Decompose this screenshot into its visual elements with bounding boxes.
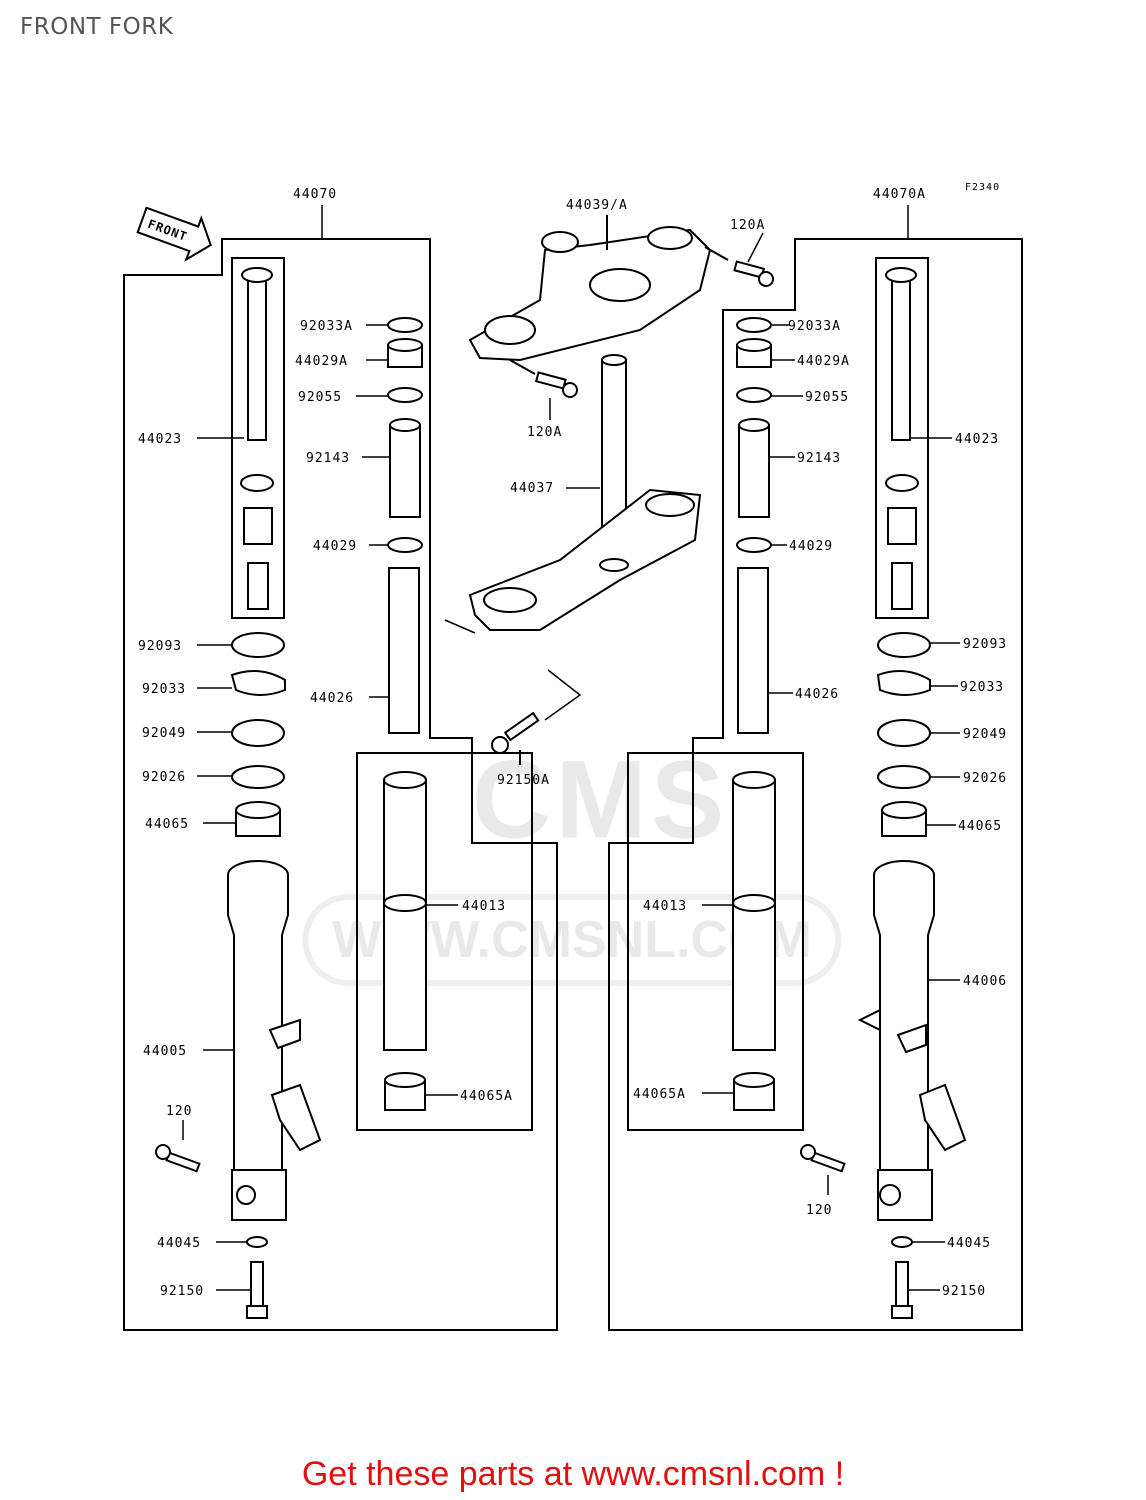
label-r-44045: 44045	[947, 1236, 991, 1251]
left-sub-box	[356, 752, 533, 1131]
label-r-44006: 44006	[963, 974, 1007, 989]
label-l-92093: 92093	[138, 639, 182, 654]
diagram-code: F2340	[965, 182, 1000, 193]
watermark-logo: CMS	[471, 738, 729, 862]
label-44070: 44070	[293, 187, 337, 202]
page-title: FRONT FORK	[20, 14, 174, 40]
promo-link[interactable]: Get these parts at www.cmsnl.com !	[301, 1455, 845, 1493]
label-r-120: 120	[806, 1203, 832, 1218]
label-l-44023: 44023	[138, 432, 182, 447]
label-44070a: 44070A	[873, 187, 926, 202]
label-l-92150: 92150	[160, 1284, 204, 1299]
label-l-44026: 44026	[310, 691, 354, 706]
label-r-44013: 44013	[643, 899, 687, 914]
label-r-44065: 44065	[958, 819, 1002, 834]
label-r-44029a: 44029A	[797, 354, 850, 369]
label-r-44026: 44026	[795, 687, 839, 702]
bolt-92150a-icon	[491, 711, 540, 765]
label-l-120: 120	[166, 1104, 192, 1119]
label-r-92055: 92055	[805, 390, 849, 405]
label-r-92150: 92150	[942, 1284, 986, 1299]
label-r-92033: 92033	[960, 680, 1004, 695]
label-120a-top: 120A	[730, 218, 765, 233]
bolt-120a-mid-icon	[509, 359, 578, 398]
label-92150a: 92150A	[497, 773, 550, 788]
label-l-44065a: 44065A	[460, 1089, 513, 1104]
left-assembly-outline	[123, 238, 558, 1331]
label-r-44023: 44023	[955, 432, 999, 447]
label-l-44065: 44065	[145, 817, 189, 832]
right-assembly-outline	[608, 238, 1023, 1331]
label-l-44045: 44045	[157, 1236, 201, 1251]
label-l-92026: 92026	[142, 770, 186, 785]
bolt-120a-top-icon	[704, 246, 774, 287]
label-l-44013: 44013	[462, 899, 506, 914]
label-l-92055: 92055	[298, 390, 342, 405]
label-44037: 44037	[510, 481, 554, 496]
label-r-92033a: 92033A	[788, 319, 841, 334]
upper-bracket-part	[468, 215, 712, 362]
label-l-92049: 92049	[142, 726, 186, 741]
steering-stem-part	[468, 354, 702, 631]
label-r-92049: 92049	[963, 727, 1007, 742]
label-120a-mid: 120A	[527, 425, 562, 440]
label-l-92033: 92033	[142, 682, 186, 697]
label-r-44029: 44029	[789, 539, 833, 554]
front-arrow-icon: FRONT	[136, 206, 212, 262]
label-l-92143: 92143	[306, 451, 350, 466]
label-l-92033a: 92033A	[300, 319, 353, 334]
left-damper-rod-part	[247, 274, 267, 441]
label-l-44005: 44005	[143, 1044, 187, 1059]
label-r-92143: 92143	[797, 451, 841, 466]
label-r-92026: 92026	[963, 771, 1007, 786]
label-l-44029a: 44029A	[295, 354, 348, 369]
label-r-92093: 92093	[963, 637, 1007, 652]
label-l-44029: 44029	[313, 539, 357, 554]
label-r-44065a: 44065A	[633, 1087, 686, 1102]
right-sub-box	[627, 752, 804, 1131]
label-44039a: 44039/A	[566, 198, 628, 213]
